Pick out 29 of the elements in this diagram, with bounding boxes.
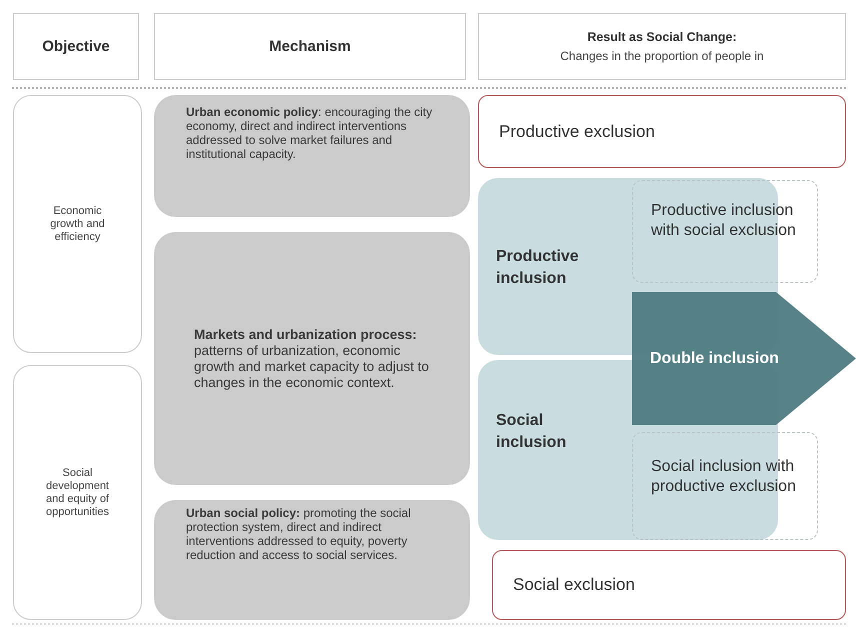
header-box bbox=[478, 13, 846, 80]
mechanism-description: Urban economic policy: encouraging the city economy, direct and indirect interventions addressed to solve market failures and institutional capacity. bbox=[186, 105, 434, 161]
column-heading: Objective bbox=[42, 38, 110, 55]
objective-label: Social development and equity of opportunities bbox=[45, 466, 110, 518]
mechanism-description: Urban social policy: promoting the social protection system, direct and indirect interventions addressed to equity, poverty reduction and access to social services. bbox=[186, 506, 412, 562]
inclusion-label: Productive inclusion bbox=[496, 247, 580, 289]
objective-box bbox=[13, 95, 142, 353]
outcome-label: Social exclusion bbox=[513, 575, 636, 595]
column-heading: Mechanism bbox=[269, 38, 351, 55]
outcome-label: Double inclusion bbox=[650, 350, 780, 368]
column-heading: Result as Social Change: bbox=[587, 30, 737, 44]
header-box bbox=[154, 13, 466, 80]
column-subheading: Changes in the proportion of people in bbox=[560, 49, 764, 63]
objective-label: Economic growth and efficiency bbox=[49, 204, 106, 244]
outcome-box bbox=[632, 180, 818, 283]
inclusion-label: Social inclusion bbox=[496, 411, 568, 453]
outcome-label: Social inclusion with productive exclusion bbox=[651, 457, 797, 497]
outcome-label: Productive inclusion with social exclusion bbox=[651, 201, 797, 241]
objective-box bbox=[13, 365, 142, 620]
header-box bbox=[13, 13, 139, 80]
mechanism-box bbox=[154, 500, 470, 620]
arrow-shape bbox=[632, 292, 856, 425]
mechanism-description: Markets and urbanization process: patterns of urbanization, economic growth and market capacity to adjust to changes in the economic context. bbox=[194, 326, 430, 390]
outcome-box bbox=[478, 95, 846, 168]
outcome-label: Productive exclusion bbox=[499, 122, 656, 142]
outcome-box bbox=[492, 550, 846, 620]
outcome-box bbox=[632, 432, 818, 540]
mechanism-box bbox=[154, 232, 470, 485]
mechanism-box bbox=[154, 95, 470, 217]
